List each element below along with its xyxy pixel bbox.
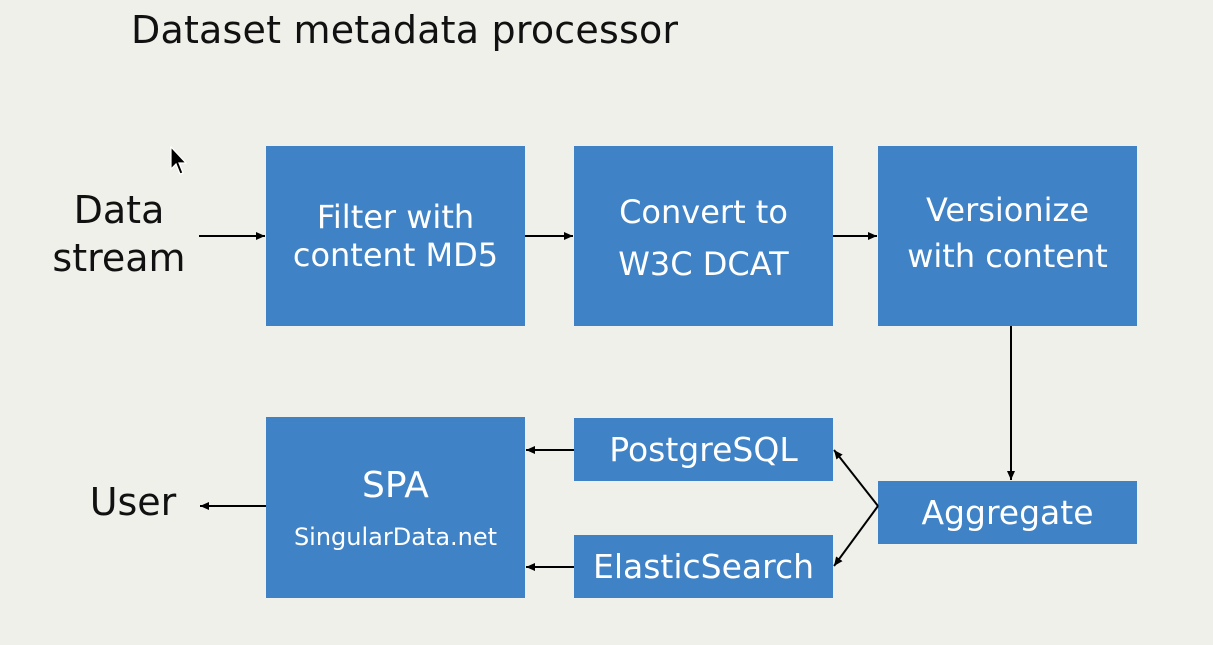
- elasticsearch-label: ElasticSearch: [592, 546, 815, 586]
- user-label-text: User: [89, 480, 177, 524]
- elasticsearch-box: ElasticSearch: [574, 535, 833, 598]
- spa-subtitle: SingularData.net: [293, 522, 498, 551]
- arrow-aggregate-to-elasticsearch: [833, 505, 879, 567]
- postgresql-label: PostgreSQL: [609, 429, 798, 469]
- spa-box: SPA SingularData.net: [266, 417, 525, 598]
- arrow-aggregate-to-postgresql: [833, 449, 879, 507]
- user-label: User: [86, 478, 180, 526]
- spa-title: SPA: [362, 464, 429, 506]
- data-stream-label: Data stream: [50, 186, 188, 282]
- versionize-label: Versionize with content: [907, 191, 1108, 275]
- filter-md5-box: Filter with content MD5: [266, 146, 525, 326]
- aggregate-label: Aggregate: [921, 492, 1094, 532]
- aggregate-box: Aggregate: [878, 481, 1137, 544]
- mouse-pointer-icon: [170, 146, 188, 175]
- versionize-box: Versionize with content: [878, 146, 1137, 326]
- convert-dcat-label: Convert to W3C DCAT: [618, 193, 789, 283]
- filter-md5-label: Filter with content MD5: [292, 198, 499, 274]
- data-stream-label-line1: Data: [73, 188, 165, 232]
- page-title: Dataset metadata processor: [131, 8, 679, 52]
- convert-dcat-box: Convert to W3C DCAT: [574, 146, 833, 326]
- data-stream-label-line2: stream: [52, 236, 186, 280]
- postgresql-box: PostgreSQL: [574, 418, 833, 481]
